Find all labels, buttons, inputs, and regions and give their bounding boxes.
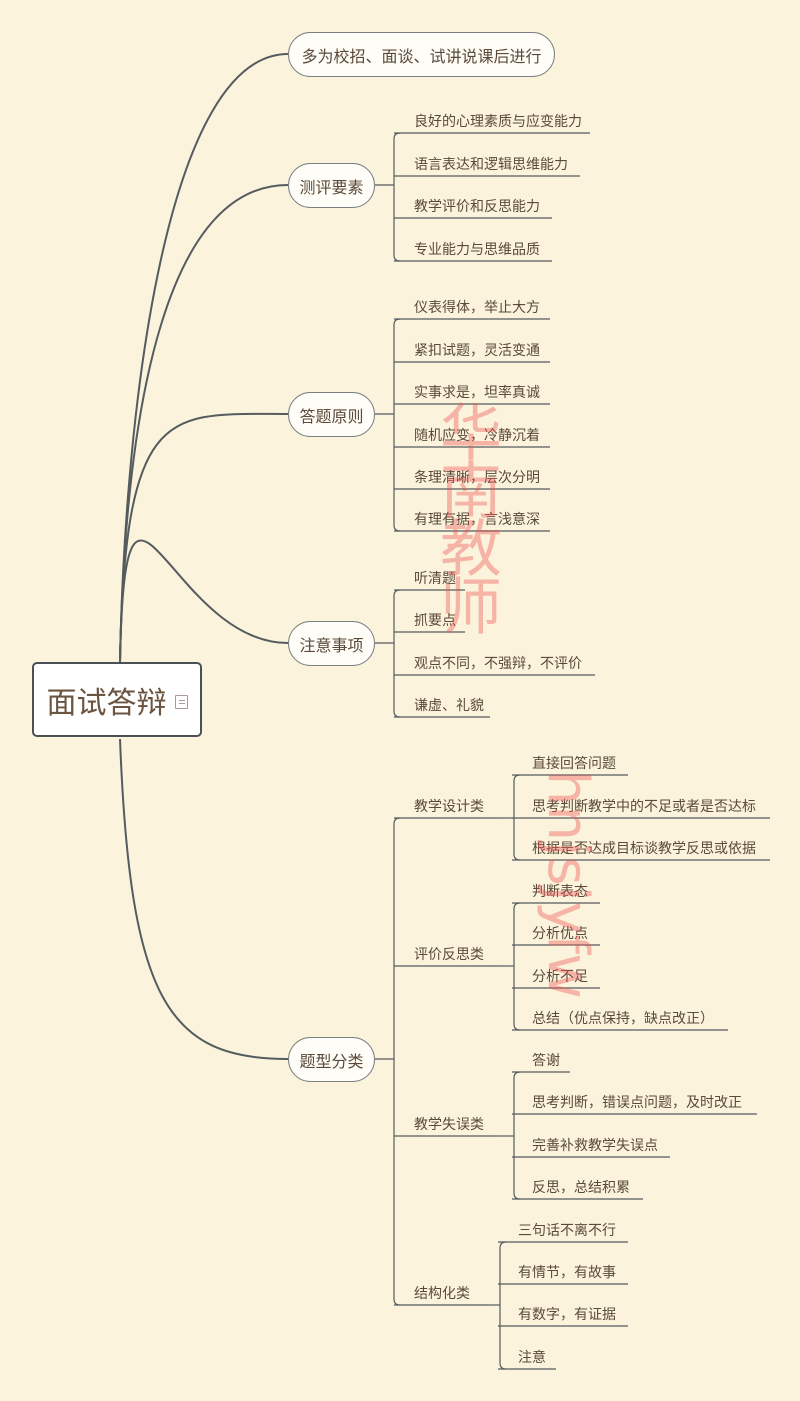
bracket-connector (393, 318, 401, 532)
branch-item[interactable]: 观点不同，不强辩，不评价 (414, 656, 582, 672)
branch-item[interactable]: 实事求是，坦率真诚 (414, 385, 540, 401)
branch-item[interactable]: 仪表得体，举止大方 (414, 300, 540, 316)
branch-item[interactable]: 条理清晰，层次分明 (414, 470, 540, 486)
topic-3[interactable]: 注意事项 (288, 621, 375, 666)
branch-item[interactable]: 反思，总结积累 (532, 1180, 630, 1196)
branch-item[interactable]: 听清题 (414, 571, 456, 587)
branch-item[interactable]: 结构化类 (414, 1286, 470, 1302)
topic-2[interactable]: 答题原则 (288, 392, 375, 437)
branch-item[interactable]: 有情节，有故事 (518, 1265, 616, 1281)
branch-item[interactable]: 紧扣试题，灵活变通 (414, 343, 540, 359)
branch-item[interactable]: 谦虚、礼貌 (414, 698, 484, 714)
branch-item[interactable]: 抓要点 (414, 613, 456, 629)
branch-item[interactable]: 有理有据，言浅意深 (414, 512, 540, 528)
branch-item[interactable]: 判断表态 (532, 884, 588, 900)
bracket-connector (393, 589, 401, 718)
bracket-connector (513, 1071, 521, 1200)
note-icon[interactable] (174, 694, 188, 709)
branch-item[interactable]: 良好的心理素质与应变能力 (414, 114, 582, 130)
branch-item[interactable]: 完善补救教学失误点 (532, 1138, 658, 1154)
branch-item[interactable]: 思考判断，错误点问题，及时改正 (532, 1095, 742, 1111)
branch-item[interactable]: 直接回答问题 (532, 756, 616, 772)
branch-item[interactable]: 分析优点 (532, 926, 588, 942)
bracket-connector (393, 817, 401, 1306)
branch-item[interactable]: 思考判断教学中的不足或者是否达标 (532, 799, 756, 815)
branch-item[interactable]: 语言表达和逻辑思维能力 (414, 157, 568, 173)
branch-item[interactable]: 教学评价和反思能力 (414, 199, 540, 215)
branch-item[interactable]: 教学失误类 (414, 1117, 484, 1133)
topic-4[interactable]: 题型分类 (288, 1037, 375, 1082)
branch-item[interactable]: 专业能力与思维品质 (414, 242, 540, 258)
main-connector (119, 412, 289, 663)
branch-item[interactable]: 总结（优点保持，缺点改正） (532, 1011, 714, 1027)
root-label: 面试答辩 (46, 685, 167, 721)
main-connector (119, 184, 289, 663)
branch-item[interactable]: 教学设计类 (414, 799, 484, 815)
branch-item[interactable]: 分析不足 (532, 969, 588, 985)
branch-item[interactable]: 答谢 (532, 1053, 560, 1069)
branch-item[interactable]: 有数字，有证据 (518, 1307, 616, 1323)
bracket-connector (513, 902, 521, 1031)
branch-item[interactable]: 三句话不离不行 (518, 1223, 616, 1239)
branch-item[interactable]: 根据是否达成目标谈教学反思或依据 (532, 841, 756, 857)
topic-0[interactable]: 多为校招、面谈、试讲说课后进行 (288, 32, 555, 77)
main-connector (119, 53, 289, 663)
topic-1[interactable]: 测评要素 (288, 163, 375, 208)
branch-item[interactable]: 注意 (518, 1350, 546, 1366)
root-topic[interactable]: 面试答辩 (32, 662, 202, 737)
main-connector (119, 539, 289, 663)
branch-item[interactable]: 评价反思类 (414, 947, 484, 963)
branch-item[interactable]: 随机应变，冷静沉着 (414, 428, 540, 444)
main-connector (119, 738, 289, 1060)
bracket-connector (393, 132, 401, 262)
bracket-connector (499, 1241, 507, 1370)
